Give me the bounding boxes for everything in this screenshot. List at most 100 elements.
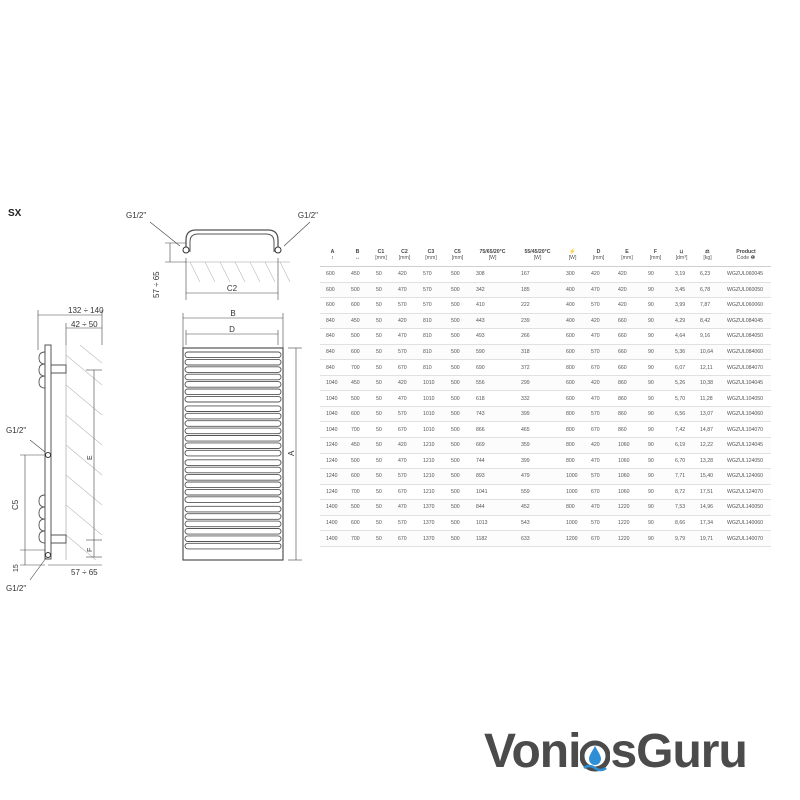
- table-cell: WGZUL060045: [721, 266, 771, 283]
- table-cell: 556: [470, 375, 515, 392]
- side-dim-c5: C5: [11, 499, 20, 510]
- table-cell: 670: [585, 530, 612, 547]
- front-tube: [184, 488, 282, 496]
- table-cell: 860: [612, 421, 642, 439]
- top-port-right-label: G1/2": [298, 211, 318, 220]
- table-cell: 399: [515, 406, 560, 423]
- spec-header-label: ⚖: [705, 249, 710, 255]
- table-cell: 1010: [417, 390, 445, 407]
- table-cell: 866: [470, 421, 515, 439]
- table-cell: 50: [370, 297, 392, 314]
- table-cell: 840: [320, 328, 345, 345]
- table-cell: 500: [445, 453, 470, 470]
- table-cell: 50: [370, 453, 392, 470]
- table-cell: 465: [515, 421, 560, 439]
- table-cell: 500: [445, 530, 470, 547]
- table-cell: 420: [392, 375, 417, 392]
- table-cell: 660: [612, 344, 642, 361]
- table-cell: 660: [612, 313, 642, 330]
- table-cell: 470: [392, 390, 417, 407]
- table-cell: 590: [470, 344, 515, 361]
- front-tube: [184, 481, 282, 489]
- table-cell: WGZUL124050: [721, 453, 771, 470]
- table-cell: 700: [345, 359, 370, 376]
- table-cell: 90: [642, 313, 669, 330]
- table-cell: 420: [392, 266, 417, 283]
- table-cell: 570: [585, 344, 612, 361]
- table-cell: WGZUL140050: [721, 499, 771, 516]
- table-cell: 743: [470, 406, 515, 423]
- table-cell: 744: [470, 453, 515, 470]
- table-cell: 90: [642, 437, 669, 454]
- table-cell: 690: [470, 359, 515, 376]
- table-cell: WGZUL140070: [721, 530, 771, 547]
- table-cell: 470: [585, 390, 612, 407]
- side-port-top-label: G1/2": [6, 426, 26, 435]
- table-cell: 1220: [612, 499, 642, 516]
- spec-header-cell: C5[mm]: [445, 244, 470, 267]
- table-cell: 8,42: [694, 313, 721, 330]
- table-cell: 4,64: [669, 328, 694, 345]
- table-cell: 500: [445, 421, 470, 439]
- table-cell: 1000: [560, 515, 585, 532]
- table-cell: 450: [345, 313, 370, 330]
- table-cell: 470: [585, 499, 612, 516]
- table-cell: 372: [515, 359, 560, 376]
- spec-header-unit: [mm]: [451, 255, 464, 261]
- table-cell: 50: [370, 359, 392, 376]
- table-cell: 450: [345, 266, 370, 283]
- front-tube: [184, 505, 282, 513]
- table-cell: 670: [392, 359, 417, 376]
- table-cell: 570: [585, 406, 612, 423]
- table-cell: 600: [560, 390, 585, 407]
- spec-header-cell: A↕: [320, 244, 345, 267]
- table-cell: 570: [417, 282, 445, 299]
- table-cell: 8,66: [669, 515, 694, 532]
- table-cell: 840: [320, 313, 345, 330]
- front-view-drawing: B D A: [182, 309, 302, 561]
- table-cell: 239: [515, 313, 560, 330]
- front-tube: [184, 513, 282, 520]
- table-cell: 570: [392, 297, 417, 314]
- spec-header-cell: B↔: [345, 244, 370, 267]
- spec-header-unit: [W]: [568, 255, 577, 261]
- table-cell: 1210: [417, 453, 445, 470]
- spec-header-unit: Code ❶: [736, 255, 756, 261]
- table-cell: 1210: [417, 437, 445, 454]
- table-cell: 500: [445, 375, 470, 392]
- side-dimension-lines: [20, 310, 103, 581]
- table-cell: WGZUL104070: [721, 421, 771, 439]
- table-cell: 1000: [560, 468, 585, 485]
- side-dim-f: F: [87, 548, 94, 552]
- table-cell: 90: [642, 406, 669, 423]
- table-cell: 600: [320, 297, 345, 314]
- table-cell: 50: [370, 390, 392, 407]
- table-cell: 700: [345, 421, 370, 439]
- table-cell: 500: [445, 313, 470, 330]
- top-dim-depth: 57 ÷ 65: [152, 271, 161, 298]
- table-cell: 443: [470, 313, 515, 330]
- spec-header-label: 55/45/20°C: [524, 249, 551, 255]
- side-port-bottom-label: G1/2": [6, 584, 26, 593]
- table-cell: WGZUL084045: [721, 313, 771, 330]
- table-cell: 9,79: [669, 530, 694, 547]
- table-cell: 1060: [612, 437, 642, 454]
- top-port-right: [274, 246, 282, 254]
- table-cell: 500: [445, 344, 470, 361]
- port-mid-circle: [45, 452, 51, 458]
- spec-header-unit: [dm³]: [675, 255, 688, 261]
- spec-header-unit: [W]: [533, 255, 542, 261]
- table-cell: 1060: [612, 453, 642, 470]
- table-cell: 810: [417, 344, 445, 361]
- table-cell: 420: [585, 266, 612, 283]
- table-cell: 500: [445, 406, 470, 423]
- table-cell: 1060: [612, 484, 642, 501]
- table-cell: 570: [392, 406, 417, 423]
